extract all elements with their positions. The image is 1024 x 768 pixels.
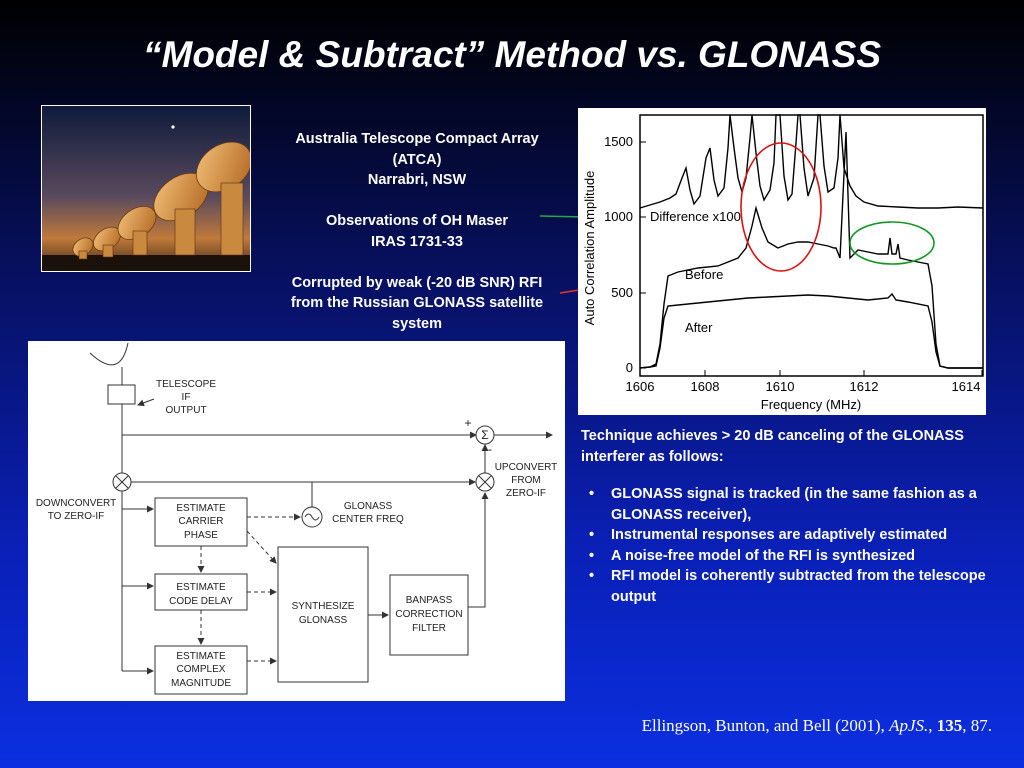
upconvert-label: UPCONVERT <box>495 462 558 473</box>
desc-line-4: IRAS 1731-33 <box>371 233 463 250</box>
sum-symbol: Σ <box>481 428 488 442</box>
carrier-label: ESTIMATE <box>176 503 226 514</box>
correction-filter-block <box>389 574 469 656</box>
list-item: • RFI model is coherently subtracted from… <box>581 566 1001 607</box>
minus-sign: - <box>488 442 492 456</box>
observation-description: Australia Telescope Compact Array (ATCA)… <box>276 129 558 355</box>
carrier-label: CARRIER <box>178 516 223 527</box>
code-label: CODE DELAY <box>169 596 233 607</box>
downconvert-label: TO ZERO-IF <box>48 511 104 522</box>
desc-line-2: Narrabri, NSW <box>367 172 467 188</box>
telescope-if-block <box>107 384 136 405</box>
block-diagram: TELESCOPE IF OUTPUT Σ + - DOWNCONVERT TO… <box>28 341 565 701</box>
synth-label: GLONASS <box>299 615 348 626</box>
y-tick-label: 1500 <box>604 134 633 149</box>
difference-curve <box>639 114 984 209</box>
synth-label: SYNTHESIZE <box>292 601 355 612</box>
citation-volume: 135 <box>936 716 963 735</box>
carrier-label: PHASE <box>184 530 218 541</box>
x-tick-label: 1606 <box>626 379 655 394</box>
bullet-icon: • <box>589 547 595 564</box>
code-label: ESTIMATE <box>176 582 226 593</box>
x-tick-label: 1614 <box>952 379 981 394</box>
citation-separator: , <box>928 716 933 735</box>
estimate-magnitude-block <box>154 645 248 695</box>
y-tick-label: 0 <box>626 360 633 375</box>
list-item: • GLONASS signal is tracked (in the same … <box>581 484 1001 525</box>
downconvert-label: DOWNCONVERT <box>36 498 116 509</box>
antenna-icon <box>89 342 129 366</box>
before-label: Before <box>685 267 723 282</box>
telescope-label: IF <box>182 392 191 403</box>
telescope-label: OUTPUT <box>165 405 206 416</box>
step-text: GLONASS signal is tracked (in the same f… <box>611 486 977 523</box>
step-text: A noise-free model of the RFI is synthes… <box>611 547 916 564</box>
y-axis-label: Auto Correlation Amplitude <box>582 171 597 326</box>
filter-label: FILTER <box>412 623 446 634</box>
technique-intro: Technique achieves > 20 dB canceling of … <box>581 428 964 465</box>
desc-line-5: Corrupted by weak (-20 dB SNR) RFI from … <box>290 274 544 332</box>
glonass-freq-label: GLONASS <box>344 501 393 512</box>
bullet-icon: • <box>589 568 595 584</box>
filter-label: CORRECTION <box>395 609 462 620</box>
difference-label: Difference x100 <box>650 209 741 224</box>
y-tick-label: 500 <box>611 285 633 300</box>
citation: Ellingson, Bunton, and Bell (2001), ApJS… <box>540 716 992 736</box>
plot-frame <box>639 114 984 377</box>
x-tick-label: 1610 <box>766 379 795 394</box>
citation-pages: , 87. <box>962 716 992 735</box>
before-curve <box>639 131 983 369</box>
magnitude-label: MAGNITUDE <box>171 678 231 689</box>
technique-steps: • GLONASS signal is tracked (in the same … <box>581 484 1001 607</box>
after-label: After <box>685 320 713 335</box>
step-text: Instrumental responses are adaptively es… <box>611 527 948 543</box>
x-axis-label: Frequency (MHz) <box>761 397 861 412</box>
citation-authors: Ellingson, Bunton, and Bell (2001), <box>641 716 885 735</box>
upconvert-label: FROM <box>511 475 540 486</box>
list-item: • A noise-free model of the RFI is synthe… <box>581 546 1001 567</box>
step-text: RFI model is coherently subtracted from … <box>611 568 986 605</box>
red-highlight-ellipse <box>740 142 822 272</box>
green-highlight-ellipse <box>849 221 935 265</box>
desc-line-3: Observations of OH Maser <box>325 213 509 229</box>
x-tick-label: 1612 <box>850 379 879 394</box>
x-ticks <box>639 370 983 376</box>
y-tick-label: 1000 <box>604 209 633 224</box>
estimate-code-block <box>154 573 248 611</box>
list-item: • Instrumental responses are adaptively e… <box>581 525 1001 546</box>
telescope-label: TELESCOPE <box>156 379 216 390</box>
desc-line-1: Australia Telescope Compact Array (ATCA) <box>295 131 539 168</box>
x-tick-label: 1608 <box>691 379 720 394</box>
synthesize-block <box>277 546 369 683</box>
estimate-carrier-block <box>154 497 248 547</box>
slide-title: “Model & Subtract” Method vs. GLONASS <box>143 34 881 75</box>
after-curve <box>639 292 983 369</box>
spectrum-plot: 1500 1000 500 0 1606 1608 1610 1612 1614… <box>578 108 986 415</box>
citation-journal: ApJS. <box>889 716 929 735</box>
bullet-icon: • <box>589 527 595 543</box>
y-ticks <box>640 141 646 369</box>
telescope-photo <box>41 105 253 272</box>
technique-section: Technique achieves > 20 dB canceling of … <box>581 426 1001 607</box>
filter-label: BANPASS <box>406 595 453 606</box>
plus-sign: + <box>464 416 471 430</box>
bullet-icon: • <box>589 486 595 502</box>
upconvert-label: ZERO-IF <box>506 488 546 499</box>
magnitude-label: ESTIMATE <box>176 651 226 662</box>
glonass-freq-label: CENTER FREQ <box>332 514 404 525</box>
magnitude-label: COMPLEX <box>177 664 226 675</box>
